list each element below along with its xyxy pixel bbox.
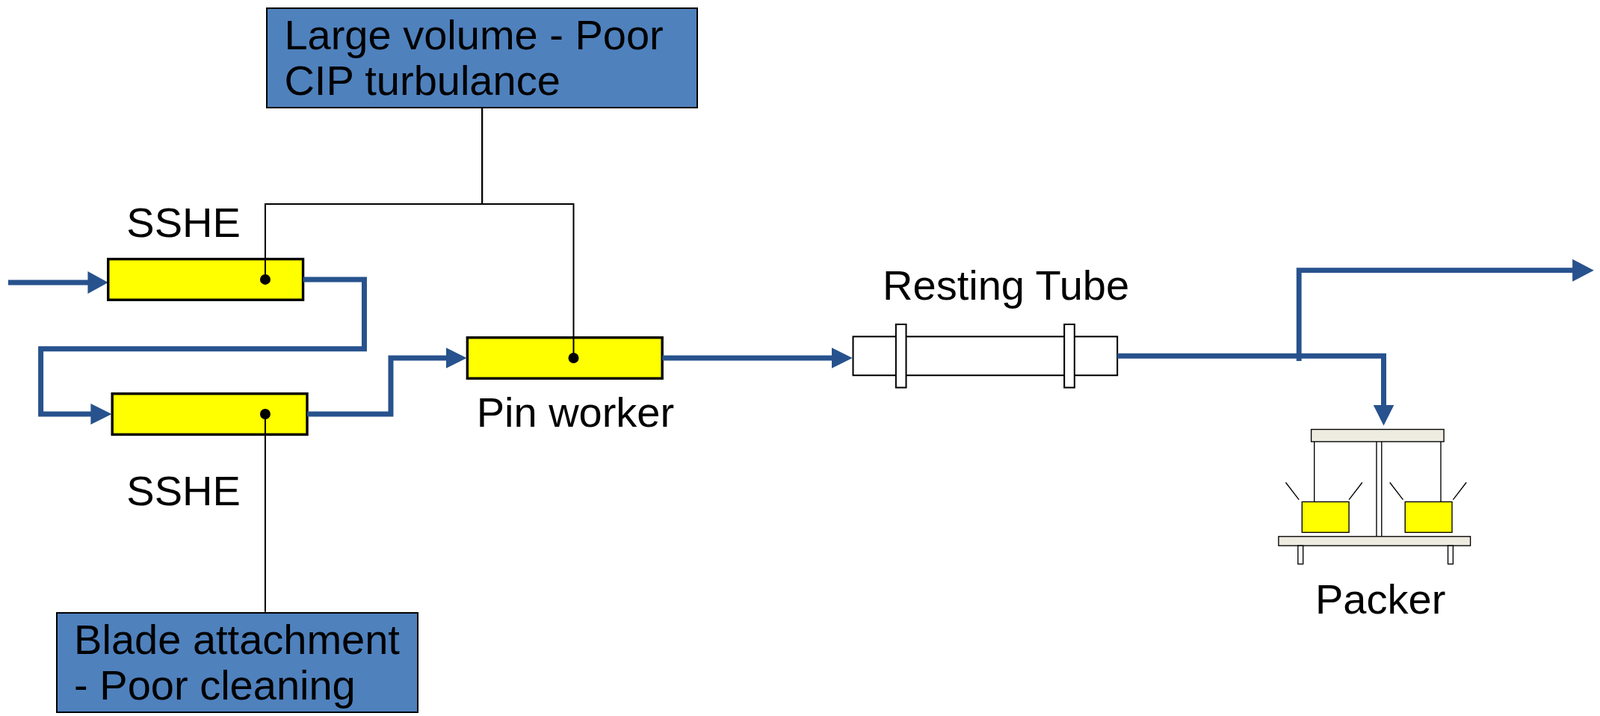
feed-arrow: [8, 271, 109, 294]
packer-frame: [1440, 441, 1441, 503]
bypass-line: [1298, 270, 1575, 361]
flow-arrow: [662, 354, 834, 361]
feed-arrowhead: [87, 271, 108, 294]
flow-arrow: [1117, 355, 1384, 407]
packer-frame: [1313, 441, 1315, 503]
packer-guide: [1348, 482, 1363, 500]
sshe-body: [108, 259, 304, 301]
bypass-arrowhead: [1572, 259, 1595, 282]
sshe-body: [112, 393, 308, 435]
packer-leg: [1448, 545, 1454, 565]
unit-label: Pin worker: [476, 388, 675, 437]
feed-line: [8, 280, 92, 286]
callout-box: Large volume - Poor CIP turbulance: [266, 7, 698, 109]
callout-box: Blade attachment - Poor cleaning: [56, 612, 419, 713]
packer-guide: [1390, 482, 1404, 500]
packer-guide: [1285, 482, 1299, 500]
unit-label: SSHE: [126, 198, 241, 247]
pin-worker-body: [467, 337, 663, 379]
pin-worker-box: Pin worker: [467, 337, 663, 379]
packer-guide: [1452, 482, 1467, 500]
leader-line: [264, 414, 267, 613]
sshe-box: SSHE: [108, 259, 304, 301]
tube-flange: [1064, 324, 1075, 388]
unit-label: Resting Tube: [882, 261, 1130, 310]
unit-label: Packer: [1315, 575, 1446, 624]
callout-text: Blade attachment - Poor cleaning: [73, 616, 401, 709]
packer-drawing: [1278, 429, 1471, 565]
callout-text: Large volume - Poor CIP turbulance: [283, 11, 681, 104]
flow-arrow: [41, 279, 365, 415]
tube-flange: [896, 324, 907, 388]
packer-carton: [1301, 501, 1349, 533]
resting-tube-drawing: [853, 324, 1118, 388]
leader-dot: [260, 274, 271, 285]
bypass-arrow: [1298, 259, 1595, 361]
leader-dot: [567, 352, 579, 364]
tube-body: [853, 336, 1118, 376]
packer-carton: [1404, 501, 1453, 533]
sshe-box: SSHE: [112, 393, 308, 435]
unit-label: SSHE: [126, 467, 241, 515]
leader-dot: [260, 408, 271, 420]
flow-arrow: [307, 357, 448, 415]
packer-post: [1381, 441, 1382, 537]
packer-head: [1311, 429, 1445, 442]
resting-tube: Resting Tube: [853, 336, 1118, 376]
leader-line: [482, 108, 574, 358]
packer-leg: [1298, 545, 1304, 565]
leader-line: [265, 108, 483, 280]
packer: Packer: [1278, 425, 1489, 569]
packer-post: [1375, 441, 1377, 537]
packer-table: [1278, 536, 1471, 546]
